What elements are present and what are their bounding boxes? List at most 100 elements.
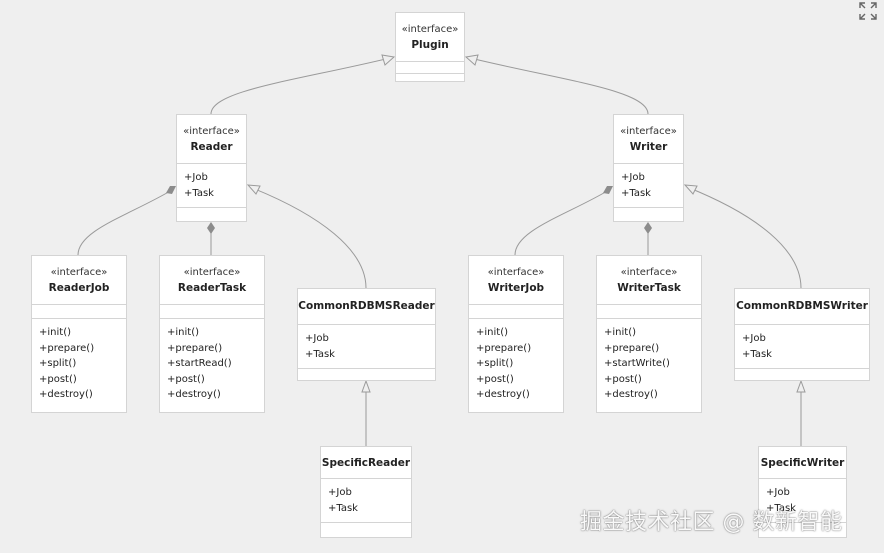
- composition-diamond-icon: [603, 186, 613, 194]
- class-specific-reader[interactable]: SpecificReader +Job +Task: [320, 446, 412, 538]
- attribute: +Task: [766, 502, 796, 514]
- class-name: SpecificReader: [321, 457, 411, 469]
- methods-section: +init() +prepare() +split() +post() +des…: [32, 318, 126, 409]
- edge-reader-plugin: [210, 56, 395, 115]
- composition-diamond-icon: [644, 222, 652, 234]
- attribute: +Task: [742, 348, 772, 360]
- class-writer-task[interactable]: «interface» WriterTask +init() +prepare(…: [596, 255, 702, 413]
- method: +post(): [167, 373, 205, 385]
- methods-section: [759, 522, 846, 535]
- methods-section: [177, 207, 246, 220]
- inheritance-arrow-icon: [796, 379, 806, 393]
- class-specific-writer[interactable]: SpecificWriter +Job +Task: [758, 446, 847, 538]
- method: +startRead(): [167, 358, 232, 369]
- attribute: +Job: [742, 333, 766, 344]
- attributes-section: +Job +Task: [735, 324, 869, 368]
- class-writer[interactable]: «interface» Writer +Job +Task: [613, 114, 684, 222]
- class-reader-task[interactable]: «interface» ReaderTask +init() +prepare(…: [159, 255, 265, 413]
- attribute: +Job: [766, 487, 790, 498]
- methods-section: [735, 368, 869, 381]
- attributes-section: [32, 304, 126, 318]
- attribute: +Job: [621, 172, 645, 183]
- stereotype: «interface»: [183, 126, 240, 137]
- method: +init(): [39, 327, 71, 338]
- methods-section: +init() +prepare() +startRead() +post() …: [160, 318, 264, 409]
- methods-section: +init() +prepare() +startWrite() +post()…: [597, 318, 701, 409]
- attributes-section: [469, 304, 563, 318]
- class-name: CommonRDBMSReader: [298, 300, 435, 312]
- attribute: +Job: [305, 333, 329, 344]
- edge-commonrdbmsreader-reader: [249, 186, 367, 289]
- composition-diamond-icon: [166, 186, 176, 194]
- stereotype: «interface»: [487, 267, 545, 278]
- methods-section: [298, 368, 435, 381]
- watermark: 掘金技术社区 @ 数新智能: [580, 510, 843, 535]
- class-name: ReaderJob: [48, 282, 110, 294]
- stereotype: «interface»: [50, 267, 108, 278]
- method: +post(): [39, 373, 77, 385]
- method: +destroy(): [167, 389, 221, 400]
- class-name: CommonRDBMSWriter: [736, 300, 868, 312]
- expand-icon-svg: [859, 2, 877, 20]
- attributes-section: +Job +Task: [298, 324, 435, 368]
- class-name: Plugin: [411, 39, 449, 51]
- stereotype: «interface»: [183, 267, 241, 278]
- methods-section: [321, 522, 411, 535]
- class-common-rdbms-writer[interactable]: CommonRDBMSWriter +Job +Task: [734, 288, 870, 381]
- method: +prepare(): [604, 342, 660, 354]
- attributes-section: +Job +Task: [759, 478, 846, 522]
- attributes-section: +Job +Task: [614, 163, 683, 207]
- class-writer-job[interactable]: «interface» WriterJob +init() +prepare()…: [468, 255, 564, 413]
- attribute: +Task: [184, 187, 214, 199]
- stereotype: «interface»: [620, 267, 678, 278]
- method: +split(): [476, 358, 514, 369]
- methods-section: [396, 73, 464, 74]
- inheritance-arrow-icon: [246, 184, 261, 195]
- attributes-section: [160, 304, 264, 318]
- edge-writer-plugin: [465, 56, 649, 115]
- attribute: +Task: [328, 502, 358, 514]
- edge-readerjob-reader: [77, 189, 173, 256]
- edge-commonrdbmswriter-writer: [686, 186, 802, 289]
- class-common-rdbms-reader[interactable]: CommonRDBMSReader +Job +Task: [297, 288, 436, 381]
- attributes-section: +Job +Task: [321, 478, 411, 522]
- class-name: Reader: [190, 141, 233, 153]
- attributes-section: [597, 304, 701, 318]
- class-name: SpecificWriter: [760, 457, 845, 469]
- inheritance-arrow-icon: [361, 379, 371, 393]
- class-reader[interactable]: «interface» Reader +Job +Task: [176, 114, 247, 222]
- attribute: +Task: [621, 187, 651, 199]
- class-name: Writer: [629, 141, 668, 153]
- attributes-section: +Job +Task: [177, 163, 246, 207]
- class-name: WriterJob: [487, 282, 545, 294]
- class-plugin[interactable]: «interface» Plugin: [395, 12, 465, 82]
- method: +prepare(): [167, 342, 223, 354]
- method: +startWrite(): [604, 358, 670, 369]
- method: +destroy(): [39, 389, 93, 400]
- class-reader-job[interactable]: «interface» ReaderJob +init() +prepare()…: [31, 255, 127, 413]
- method: +post(): [604, 373, 642, 385]
- method: +destroy(): [604, 389, 658, 400]
- class-name: ReaderTask: [177, 282, 247, 294]
- method: +split(): [39, 358, 77, 369]
- composition-diamond-icon: [207, 222, 215, 234]
- method: +destroy(): [476, 389, 530, 400]
- attributes-section: [396, 61, 464, 73]
- edge-writerjob-writer: [514, 189, 610, 256]
- stereotype: «interface»: [620, 126, 677, 137]
- inheritance-arrow-icon: [381, 54, 396, 66]
- method: +prepare(): [39, 342, 95, 354]
- inheritance-arrow-icon: [464, 54, 479, 66]
- method: +prepare(): [476, 342, 532, 354]
- attribute: +Task: [305, 348, 335, 360]
- stereotype: «interface»: [401, 24, 459, 35]
- expand-icon[interactable]: [858, 1, 878, 21]
- attribute: +Job: [328, 487, 352, 498]
- method: +init(): [604, 327, 636, 338]
- method: +init(): [476, 327, 508, 338]
- methods-section: [614, 207, 683, 220]
- method: +init(): [167, 327, 199, 338]
- class-name: WriterTask: [617, 282, 681, 294]
